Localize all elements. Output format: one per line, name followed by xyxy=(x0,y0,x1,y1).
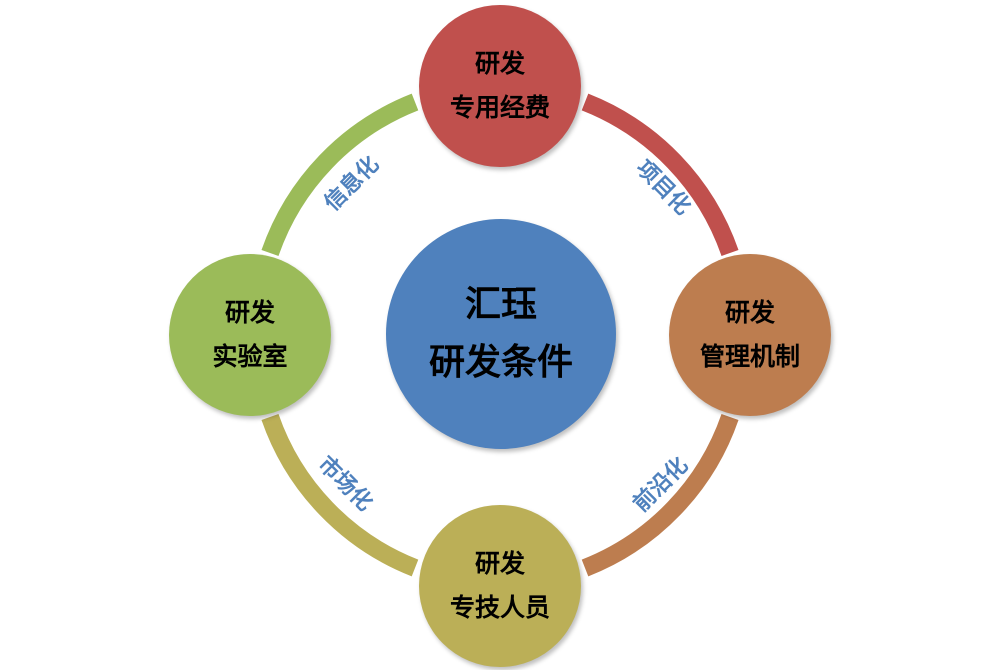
center-title-line2: 研发条件 xyxy=(428,342,573,383)
node-rd-management: 研发 管理机制 xyxy=(669,254,831,416)
node-right-line1: 研发 xyxy=(724,298,775,327)
arc-top-right xyxy=(581,93,739,256)
node-rd-personnel: 研发 专技人员 xyxy=(419,505,581,667)
arc-left-top xyxy=(261,93,419,256)
center-node: 汇珏 研发条件 xyxy=(386,219,616,449)
node-left-line1: 研发 xyxy=(224,298,275,327)
node-right-line2: 管理机制 xyxy=(699,342,800,371)
arc-bottom-left xyxy=(261,414,419,577)
center-title-line1: 汇珏 xyxy=(464,284,537,325)
node-top-line2: 专用经费 xyxy=(449,93,550,122)
node-left-line2: 实验室 xyxy=(212,342,288,371)
arc-right-bottom xyxy=(581,414,739,577)
node-rd-funding: 研发 专用经费 xyxy=(419,5,581,167)
node-top-line1: 研发 xyxy=(474,49,525,78)
node-bottom-line1: 研发 xyxy=(474,549,525,578)
node-bottom-line2: 专技人员 xyxy=(449,593,550,622)
node-rd-laboratory: 研发 实验室 xyxy=(169,254,331,416)
